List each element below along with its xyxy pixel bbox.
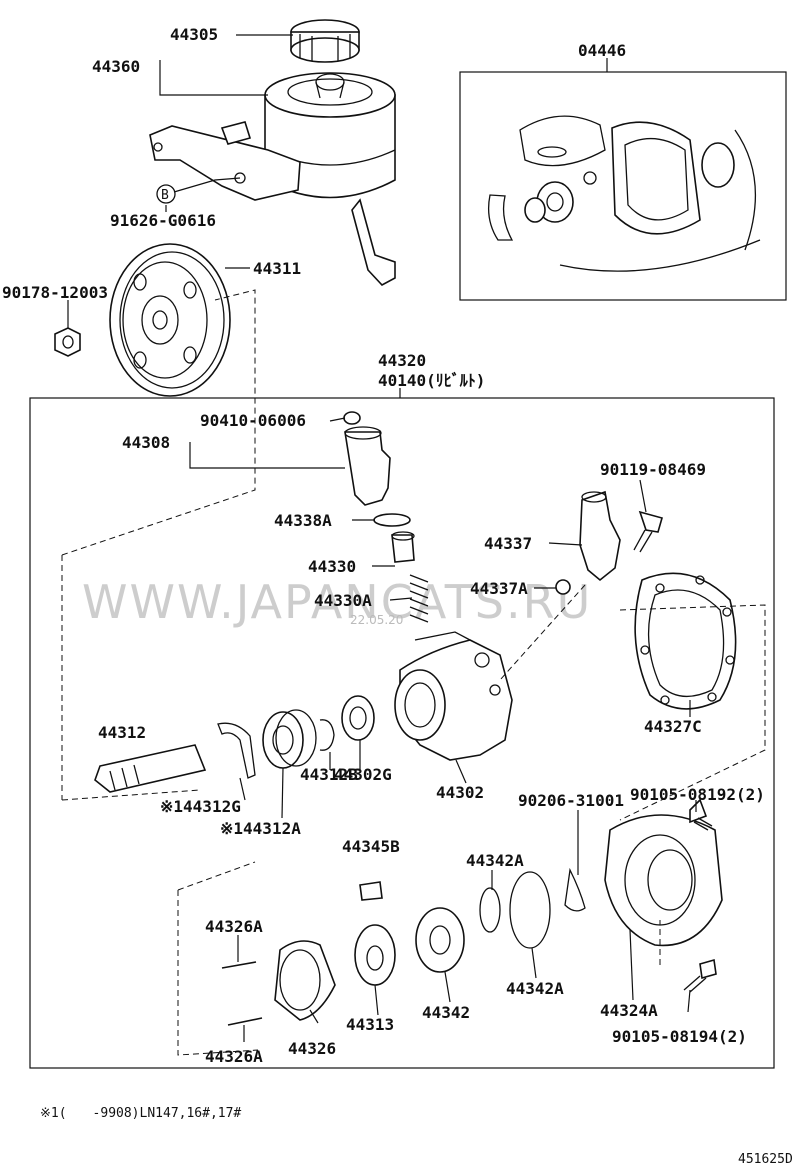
pulley-nut-drawing — [54, 327, 81, 357]
label-90178-12003: 90178-12003 — [2, 283, 108, 302]
union-fitting-drawing — [555, 490, 663, 595]
label-90105-08192: 90105-08192(2) — [630, 785, 765, 804]
label-44312g: ※144312G — [160, 797, 241, 816]
label-44312b: 44312B — [300, 765, 358, 784]
label-90119-08469: 90119-08469 — [600, 460, 706, 479]
pulley-drawing — [109, 243, 231, 397]
leader-lines — [67, 34, 697, 1042]
dashed-guide-right — [619, 604, 766, 821]
shaft-bearing-drawing — [94, 695, 375, 793]
label-04446: 04446 — [578, 41, 626, 60]
label-44302g: 44302G — [334, 765, 392, 784]
label-44326a-upper: 44326A — [205, 917, 263, 936]
footnote: ※1( -9908)LN147,16#,17# — [40, 1106, 241, 1121]
label-44337: 44337 — [484, 534, 532, 553]
label-44330: 44330 — [308, 557, 356, 576]
label-90410-06006: 90410-06006 — [200, 411, 306, 430]
label-40140: 40140(ﾘﾋﾞﾙﾄ) — [378, 371, 485, 390]
watermark: WWW.JAPANCATS.RU — [82, 575, 592, 629]
label-ref-b: B — [161, 188, 169, 203]
label-44305: 44305 — [170, 25, 218, 44]
label-44302: 44302 — [436, 783, 484, 802]
label-44320: 44320 — [378, 351, 426, 370]
label-44342a-lower: 44342A — [506, 979, 564, 998]
label-44330a: 44330A — [314, 591, 372, 610]
pump-assembly-box — [29, 397, 775, 1069]
label-44313: 44313 — [346, 1015, 394, 1034]
label-44337a: 44337A — [470, 579, 528, 598]
dashed-guide-mid — [61, 789, 201, 801]
label-44338a: 44338A — [274, 511, 332, 530]
dashed-guide-union — [499, 584, 586, 681]
label-44360: 44360 — [92, 57, 140, 76]
rear-housing-drawing — [479, 798, 723, 993]
ref-b-circle — [156, 184, 176, 204]
label-44342: 44342 — [422, 1003, 470, 1022]
label-91626-g0616: 91626-G0616 — [110, 211, 216, 230]
label-44308: 44308 — [122, 433, 170, 452]
flow-control-valve-drawing — [343, 411, 429, 623]
label-44311: 44311 — [253, 259, 301, 278]
dashed-guide-upper — [61, 289, 256, 556]
label-44345b: 44345B — [342, 837, 400, 856]
reservoir-cap-drawing — [290, 19, 360, 63]
catalog-code: 451625D — [738, 1152, 793, 1167]
gasket-kit-box — [459, 71, 787, 301]
gasket-kit-drawing — [487, 115, 761, 272]
label-44327c: 44327C — [644, 717, 702, 736]
watermark-date: 22.05.20 — [350, 613, 403, 627]
label-90105-08194: 90105-08194(2) — [612, 1027, 747, 1046]
label-44326a-lower: 44326A — [205, 1047, 263, 1066]
label-44326: 44326 — [288, 1039, 336, 1058]
housing-gasket-drawing — [634, 572, 737, 710]
label-44312a: ※144312A — [220, 819, 301, 838]
label-90206-31001: 90206-31001 — [518, 791, 624, 810]
pump-body-drawing — [394, 631, 513, 761]
label-44342a-upper: 44342A — [466, 851, 524, 870]
dashed-guide-lower — [177, 861, 259, 1056]
label-44312: 44312 — [98, 723, 146, 742]
reservoir-tank-drawing — [149, 72, 396, 286]
label-44324a: 44324A — [600, 1001, 658, 1020]
rotor-cam-ring-drawing — [221, 881, 465, 1026]
